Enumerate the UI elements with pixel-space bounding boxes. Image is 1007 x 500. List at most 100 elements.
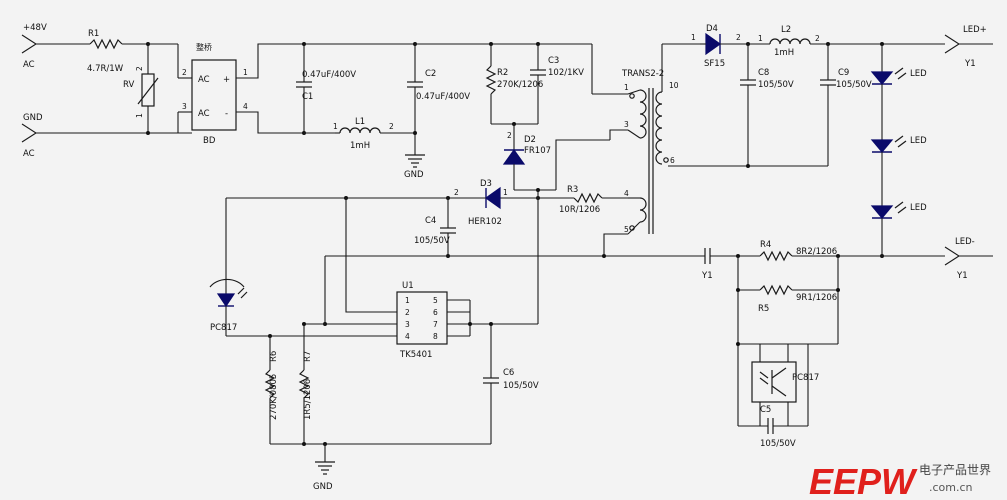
- trans-pin5: 5: [624, 225, 629, 234]
- l1-ref: L1: [355, 117, 365, 127]
- ic-u1-tk5401: U1 TK5401 1 2 3 4 5 6 7 8: [396, 281, 448, 360]
- c3-ref: C3: [548, 56, 559, 66]
- r3-value: 10R/1206: [559, 205, 600, 215]
- u1-pin3: 3: [405, 320, 410, 329]
- u1-pin4: 4: [405, 332, 410, 341]
- capacitor-c3: C3 102/1KV: [530, 44, 584, 124]
- capacitor-c6: C6 105/50V: [483, 322, 539, 444]
- eepw-url-text: .com.cn: [929, 481, 973, 494]
- bridge-pin4: 4: [243, 102, 248, 111]
- trans-pin1: 1: [624, 83, 629, 92]
- resistor-r2: R2 270K/1206: [485, 44, 543, 124]
- d2-pin: 2: [507, 131, 512, 140]
- r5-ref: R5: [758, 304, 769, 314]
- r4-value: 8R2/1206: [796, 247, 837, 257]
- bridge-ac-top: AC: [198, 75, 210, 85]
- r2-ref: R2: [497, 68, 508, 78]
- c1-value: 0.47uF/400V: [302, 70, 356, 80]
- u1-pin7: 7: [433, 320, 438, 329]
- eepw-watermark: EEPW 电子产品世界 .com.cn: [808, 458, 991, 500]
- u1-pin8: 8: [433, 332, 438, 341]
- d2-ref: D2: [524, 135, 536, 145]
- c9-value: 105/50V: [836, 80, 872, 90]
- resistor-r1: R1 4.7R/1W: [87, 29, 148, 74]
- capacitor-c2: C2 0.47uF/400V: [407, 42, 470, 155]
- l1-pin1: 1: [333, 122, 338, 131]
- u1-part: TK5401: [399, 350, 432, 360]
- trans-pin10: 10: [669, 81, 679, 90]
- output-port-led-minus: LED- Y1: [944, 237, 993, 281]
- r1-value: 4.7R/1W: [87, 64, 124, 74]
- c8-ref: C8: [758, 68, 769, 78]
- r1-ref: R1: [88, 29, 99, 39]
- gnd-mid-label: GND: [404, 170, 424, 180]
- input-port-gnd: GND AC: [21, 113, 192, 159]
- bridge-rectifier-bd: 整桥 AC AC + - BD 2 3 1 4: [182, 42, 248, 146]
- r3-ref: R3: [567, 185, 578, 195]
- c4-ref: C4: [425, 216, 436, 226]
- led1-label: LED: [910, 69, 927, 79]
- l2-pin2: 2: [815, 34, 820, 43]
- resistor-r3: R3 10R/1206: [538, 185, 603, 215]
- d3-ref: D3: [480, 179, 492, 189]
- d3-pin1: 1: [503, 188, 508, 197]
- resistor-r6: R6 270K/0805: [264, 336, 279, 444]
- gnd-bottom-label: GND: [313, 482, 333, 492]
- led-3: LED: [870, 201, 927, 219]
- bridge-ac-bottom: AC: [198, 109, 210, 119]
- eepw-cn-text: 电子产品世界: [919, 463, 991, 477]
- ac-bottom-label: AC: [23, 149, 35, 159]
- bridge-pin3: 3: [182, 102, 187, 111]
- ac-top-label: AC: [23, 60, 35, 70]
- d4-value: SF15: [704, 59, 725, 69]
- l2-value: 1mH: [774, 48, 794, 58]
- y1-bottom-label: Y1: [956, 271, 968, 281]
- bridge-pin2: 2: [182, 68, 187, 77]
- d4-pin1: 1: [691, 33, 696, 42]
- c2-ref: C2: [425, 69, 436, 79]
- c5-ref: C5: [760, 405, 771, 415]
- capacitor-c8: C8 105/50V: [740, 44, 794, 166]
- capacitor-c9: C9 105/50V: [820, 44, 872, 166]
- d3-value: HER102: [468, 217, 502, 227]
- led-1: LED: [870, 67, 927, 85]
- c8-value: 105/50V: [758, 80, 794, 90]
- resistor-r4: R4 8R2/1206: [759, 240, 837, 262]
- trans-pin3: 3: [624, 120, 629, 129]
- c9-ref: C9: [838, 68, 849, 78]
- r7-ref: R7: [303, 351, 313, 362]
- led-plus-label: LED+: [963, 25, 987, 35]
- capacitor-y1: Y1: [701, 248, 713, 281]
- diode-d4: D4 SF15 1 2: [691, 24, 741, 69]
- c6-ref: C6: [503, 368, 514, 378]
- y1-cap-label: Y1: [701, 271, 713, 281]
- vin-label: +48V: [23, 23, 47, 33]
- resistor-r5: R5 9R1/1206: [758, 284, 837, 314]
- trans-ref: TRANS2-2: [621, 69, 664, 79]
- bridge-minus: -: [225, 109, 228, 119]
- diode-d3: D3 HER102 1 2: [448, 179, 508, 227]
- bridge-pin1: 1: [243, 68, 248, 77]
- bridge-plus: +: [223, 75, 230, 85]
- inductor-l1: L1 1mH 1 2: [333, 117, 415, 151]
- led-minus-label: LED-: [955, 237, 975, 247]
- c2-value: 0.47uF/400V: [416, 92, 470, 102]
- u1-ref: U1: [402, 281, 414, 291]
- l1-value: 1mH: [350, 141, 370, 151]
- c5-value: 105/50V: [760, 439, 796, 449]
- r2-value: 270K/1206: [497, 80, 543, 90]
- r6-value: 270K/0805: [269, 374, 279, 420]
- capacitor-c5: C5 105/50V: [738, 405, 808, 449]
- rv-pin1: 1: [135, 113, 144, 118]
- varistor-rv: RV 2 1: [123, 42, 159, 135]
- led-2: LED: [870, 135, 927, 153]
- capacitor-c4: C4 105/50V: [414, 198, 456, 256]
- rv-pin2: 2: [135, 66, 144, 71]
- y1-top-label: Y1: [964, 59, 976, 69]
- c3-value: 102/1KV: [548, 68, 584, 78]
- resistor-r7: R7 1R5/1206: [298, 324, 313, 444]
- transformer-trans2-2: TRANS2-2 1 3 4 5 6 10: [621, 69, 679, 235]
- gnd-in-label: GND: [23, 113, 43, 123]
- l2-pin1: 1: [758, 34, 763, 43]
